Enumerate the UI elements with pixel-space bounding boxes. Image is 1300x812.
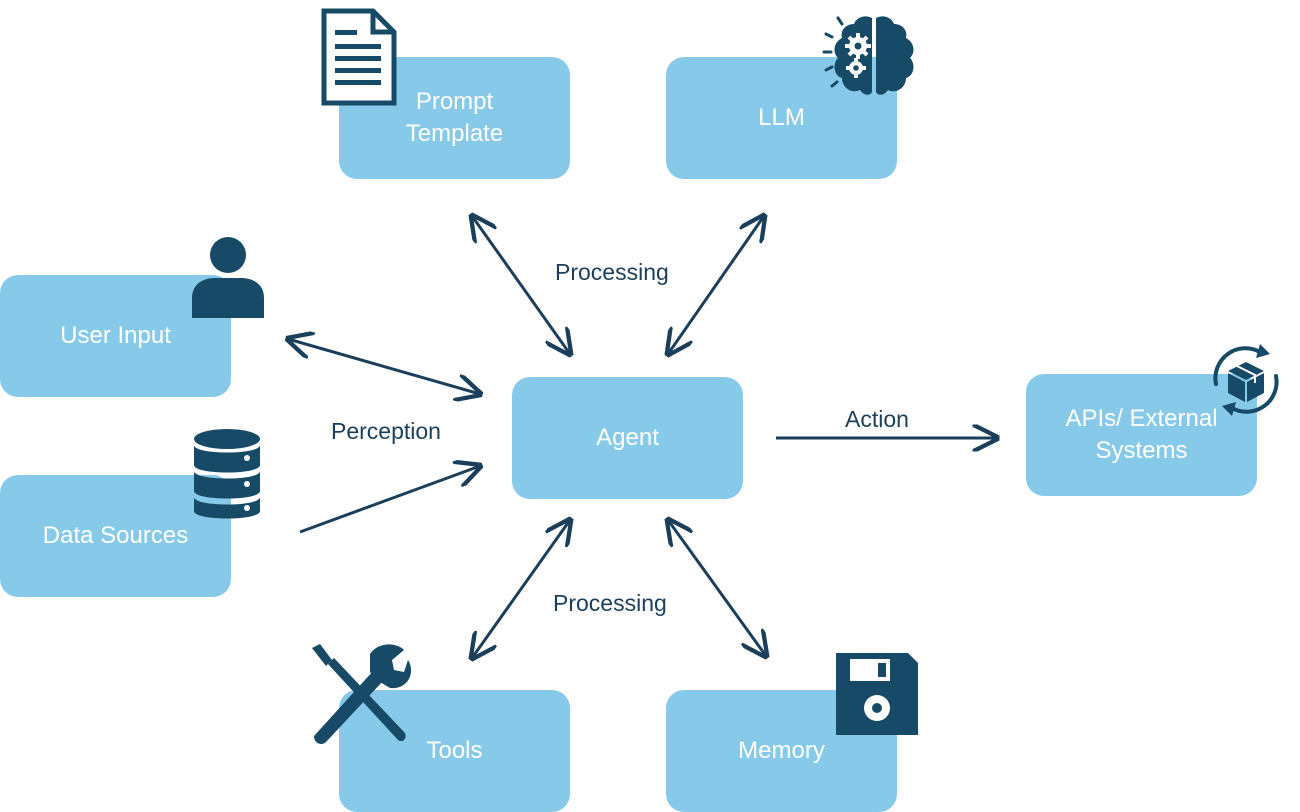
arrow-tools-agent: [472, 520, 570, 658]
node-apis-external-systems: APIs/ External Systems: [1026, 374, 1257, 496]
node-memory-label: Memory: [738, 737, 825, 764]
edge-label-action: Action: [845, 406, 909, 432]
arrow-prompt-agent: [472, 216, 570, 354]
floppy-disk-icon: [836, 653, 918, 735]
person-icon: [192, 237, 264, 318]
database-icon: [194, 429, 260, 519]
edge-label-processing-bottom: Processing: [553, 590, 667, 616]
brain-gears-icon: [822, 16, 914, 95]
node-prompt-template: Prompt Template: [339, 57, 570, 179]
package-sync-icon: [1213, 344, 1279, 416]
node-agent-label: Agent: [596, 424, 659, 451]
node-prompt-template-label: Prompt Template: [405, 88, 504, 147]
node-tools-label: Tools: [426, 737, 483, 764]
arrow-datasources-agent: [299, 466, 480, 534]
node-data-sources-label: Data Sources: [42, 522, 189, 549]
arrow-memory-agent: [668, 520, 766, 656]
edge-label-perception: Perception: [331, 418, 441, 444]
arrow-llm-agent: [668, 216, 764, 354]
wrench-screwdriver-icon: [312, 644, 412, 744]
arrow-userinput-agent: [288, 339, 480, 394]
document-icon: [321, 8, 397, 106]
edge-label-processing-top: Processing: [555, 259, 669, 285]
node-agent: Agent: [512, 377, 743, 499]
node-data-sources: Data Sources: [0, 475, 231, 597]
node-apis-label: APIs/ External Systems: [1065, 405, 1218, 464]
node-user-input-label: User Input: [60, 322, 171, 349]
node-llm-label: LLM: [758, 104, 805, 131]
